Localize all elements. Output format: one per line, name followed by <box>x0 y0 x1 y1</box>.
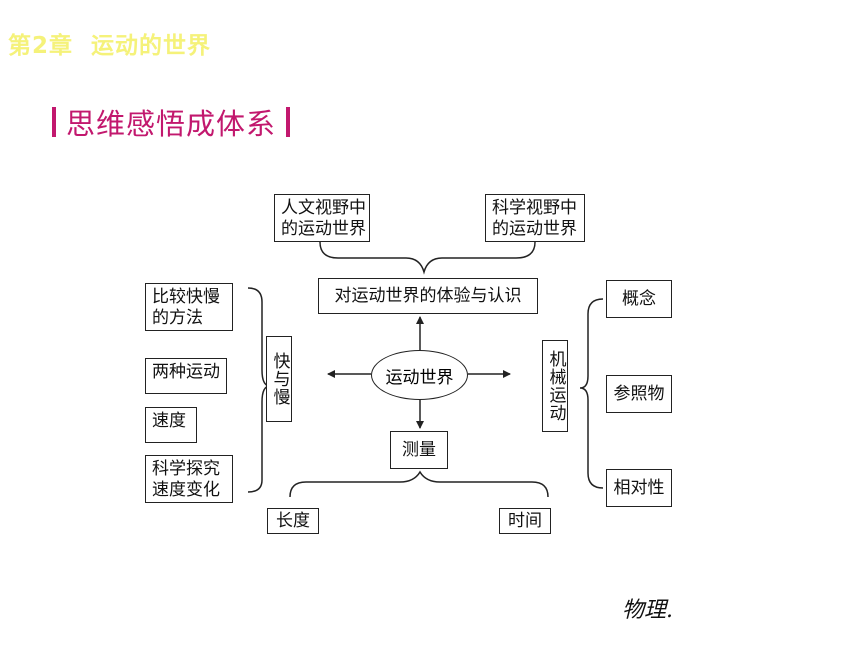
right-hub-mechanical-motion: 机械运动 <box>542 340 568 432</box>
right-item-concept: 概念 <box>606 280 672 318</box>
bottom-brace <box>289 470 549 498</box>
section-heading: 思维感悟成体系 <box>52 102 291 142</box>
section-title: 思维感悟成体系 <box>66 107 277 141</box>
top-brace <box>319 241 536 275</box>
heading-bar-right <box>286 107 291 137</box>
humanities-view-box: 人文视野中的运动世界 <box>274 194 370 242</box>
left-item-speed: 速度 <box>145 407 197 443</box>
bottom-item-time: 时间 <box>499 508 551 534</box>
left-item-two-motions: 两种运动 <box>145 358 227 394</box>
chapter-title: 第2章 运动的世界 <box>8 33 212 59</box>
left-hub-fast-slow: 快与慢 <box>266 336 292 422</box>
heading-bar-left <box>52 107 56 137</box>
right-brace <box>579 298 604 489</box>
center-node: 运动世界 <box>371 350 468 400</box>
right-item-reference: 参照物 <box>606 375 672 413</box>
left-item-explore-speed: 科学探究速度变化 <box>145 455 233 503</box>
left-item-compare-methods: 比较快慢的方法 <box>145 283 233 331</box>
science-view-box: 科学视野中的运动世界 <box>485 194 585 242</box>
measure-box: 测量 <box>390 431 448 469</box>
bottom-item-length: 长度 <box>267 508 319 534</box>
footer-subject: 物理. <box>622 598 673 623</box>
experience-box: 对运动世界的体验与认识 <box>318 278 538 314</box>
right-item-relativity: 相对性 <box>606 469 672 507</box>
